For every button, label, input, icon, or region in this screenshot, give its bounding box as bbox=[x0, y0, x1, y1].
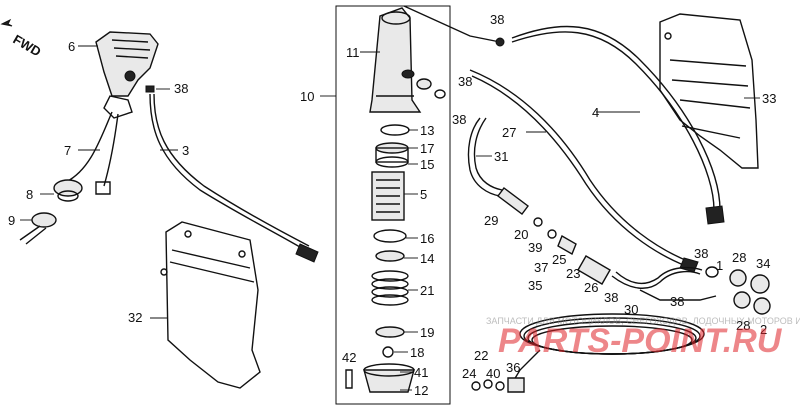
part-wire-lead bbox=[65, 111, 113, 183]
part-hose-top bbox=[403, 5, 501, 43]
callout-3: 3 bbox=[182, 143, 189, 158]
callout-20: 20 bbox=[514, 227, 528, 242]
part-fuel-hose-3 bbox=[149, 93, 306, 251]
part-hose-clamp bbox=[145, 85, 155, 93]
callout-13: 13 bbox=[420, 123, 434, 138]
callout-40: 40 bbox=[486, 366, 500, 381]
leader-lines bbox=[20, 45, 760, 391]
part-fitting-28a bbox=[729, 269, 747, 287]
part-gasket-13 bbox=[380, 124, 410, 136]
callout-18: 18 bbox=[410, 345, 424, 360]
callout-42: 42 bbox=[342, 350, 356, 365]
part-spring bbox=[371, 270, 409, 306]
callout-labels: 6 38 7 3 8 9 32 10 11 13 17 15 5 16 14 2… bbox=[8, 12, 776, 398]
assembly-frame bbox=[335, 5, 451, 405]
part-ball-18 bbox=[382, 346, 394, 358]
part-washer bbox=[31, 212, 57, 228]
part-filter-housing bbox=[369, 7, 422, 113]
callout-24: 24 bbox=[462, 366, 476, 381]
callout-38-g: 38 bbox=[670, 294, 684, 309]
callout-8: 8 bbox=[26, 187, 33, 202]
callout-21: 21 bbox=[420, 283, 434, 298]
callout-23: 23 bbox=[566, 266, 580, 281]
watermark-line-2: PARTS-POINT.RU bbox=[498, 322, 783, 360]
callout-16: 16 bbox=[420, 231, 434, 246]
callout-9: 9 bbox=[8, 213, 15, 228]
part-fuel-pump bbox=[95, 31, 159, 119]
callout-22: 22 bbox=[474, 348, 488, 363]
callout-7: 7 bbox=[64, 143, 71, 158]
part-pump-23 bbox=[577, 255, 611, 285]
fwd-label: FWD bbox=[11, 32, 44, 60]
callout-6: 6 bbox=[68, 39, 75, 54]
part-coiled-hose bbox=[519, 313, 705, 355]
callout-4: 4 bbox=[592, 105, 599, 120]
callout-11: 11 bbox=[346, 45, 360, 60]
callout-30: 30 bbox=[624, 302, 638, 317]
fwd-arrow-icon: FWD bbox=[0, 18, 44, 60]
callout-26: 26 bbox=[584, 280, 598, 295]
callout-10: 10 bbox=[300, 89, 314, 104]
part-hose-31 bbox=[467, 117, 501, 197]
callout-38-d: 38 bbox=[452, 112, 466, 127]
part-seal-16 bbox=[373, 229, 407, 243]
callout-36: 36 bbox=[506, 360, 520, 375]
callout-12: 12 bbox=[414, 383, 428, 398]
callout-27: 27 bbox=[502, 125, 516, 140]
part-fitting-28b bbox=[733, 291, 751, 309]
callout-34: 34 bbox=[756, 256, 770, 271]
part-screw-42 bbox=[345, 369, 353, 389]
callout-17: 17 bbox=[420, 141, 434, 156]
callout-33: 33 bbox=[762, 91, 776, 106]
callout-1: 1 bbox=[716, 258, 723, 273]
callout-38-a: 38 bbox=[174, 81, 188, 96]
callout-39: 39 bbox=[528, 240, 542, 255]
watermark: ЗАПЧАСТИ ДЛЯ МОТОЦИКЛОВ, СНЕГОХОДОВ, ЛОД… bbox=[486, 316, 800, 360]
part-fitting-34 bbox=[750, 274, 770, 294]
part-disc-19 bbox=[375, 326, 405, 338]
callout-38-f: 38 bbox=[694, 246, 708, 261]
part-fastener-40 bbox=[495, 381, 505, 391]
part-fitting-1 bbox=[705, 266, 719, 278]
callout-5: 5 bbox=[420, 187, 427, 202]
callout-31: 31 bbox=[494, 149, 508, 164]
part-bowl bbox=[363, 369, 415, 393]
callout-29: 29 bbox=[484, 213, 498, 228]
part-cover-left bbox=[160, 221, 261, 389]
callout-41: 41 bbox=[414, 365, 428, 380]
part-cover-right bbox=[659, 13, 759, 169]
part-hose-27 bbox=[469, 69, 691, 263]
callout-28-b: 28 bbox=[736, 318, 750, 333]
part-fitting-29 bbox=[497, 187, 529, 215]
part-plate-14 bbox=[375, 250, 405, 262]
callout-15: 15 bbox=[420, 157, 434, 172]
callout-38-c: 38 bbox=[458, 74, 472, 89]
callout-19: 19 bbox=[420, 325, 434, 340]
callout-32: 32 bbox=[128, 310, 142, 325]
part-grommet bbox=[53, 179, 83, 197]
callout-28-a: 28 bbox=[732, 250, 746, 265]
callout-2: 2 bbox=[760, 322, 767, 337]
part-cup-15 bbox=[375, 147, 409, 163]
callout-38-b: 38 bbox=[490, 12, 504, 27]
watermark-line-1: ЗАПЧАСТИ ДЛЯ МОТОЦИКЛОВ, СНЕГОХОДОВ, ЛОД… bbox=[486, 316, 800, 326]
part-fastener-24 bbox=[471, 381, 481, 391]
callout-25: 25 bbox=[552, 252, 566, 267]
part-fitting-2 bbox=[753, 297, 771, 315]
callout-35: 35 bbox=[528, 278, 542, 293]
callout-14: 14 bbox=[420, 251, 434, 266]
callout-37: 37 bbox=[534, 260, 548, 275]
callout-38-e: 38 bbox=[604, 290, 618, 305]
part-fastener-22 bbox=[483, 379, 493, 389]
